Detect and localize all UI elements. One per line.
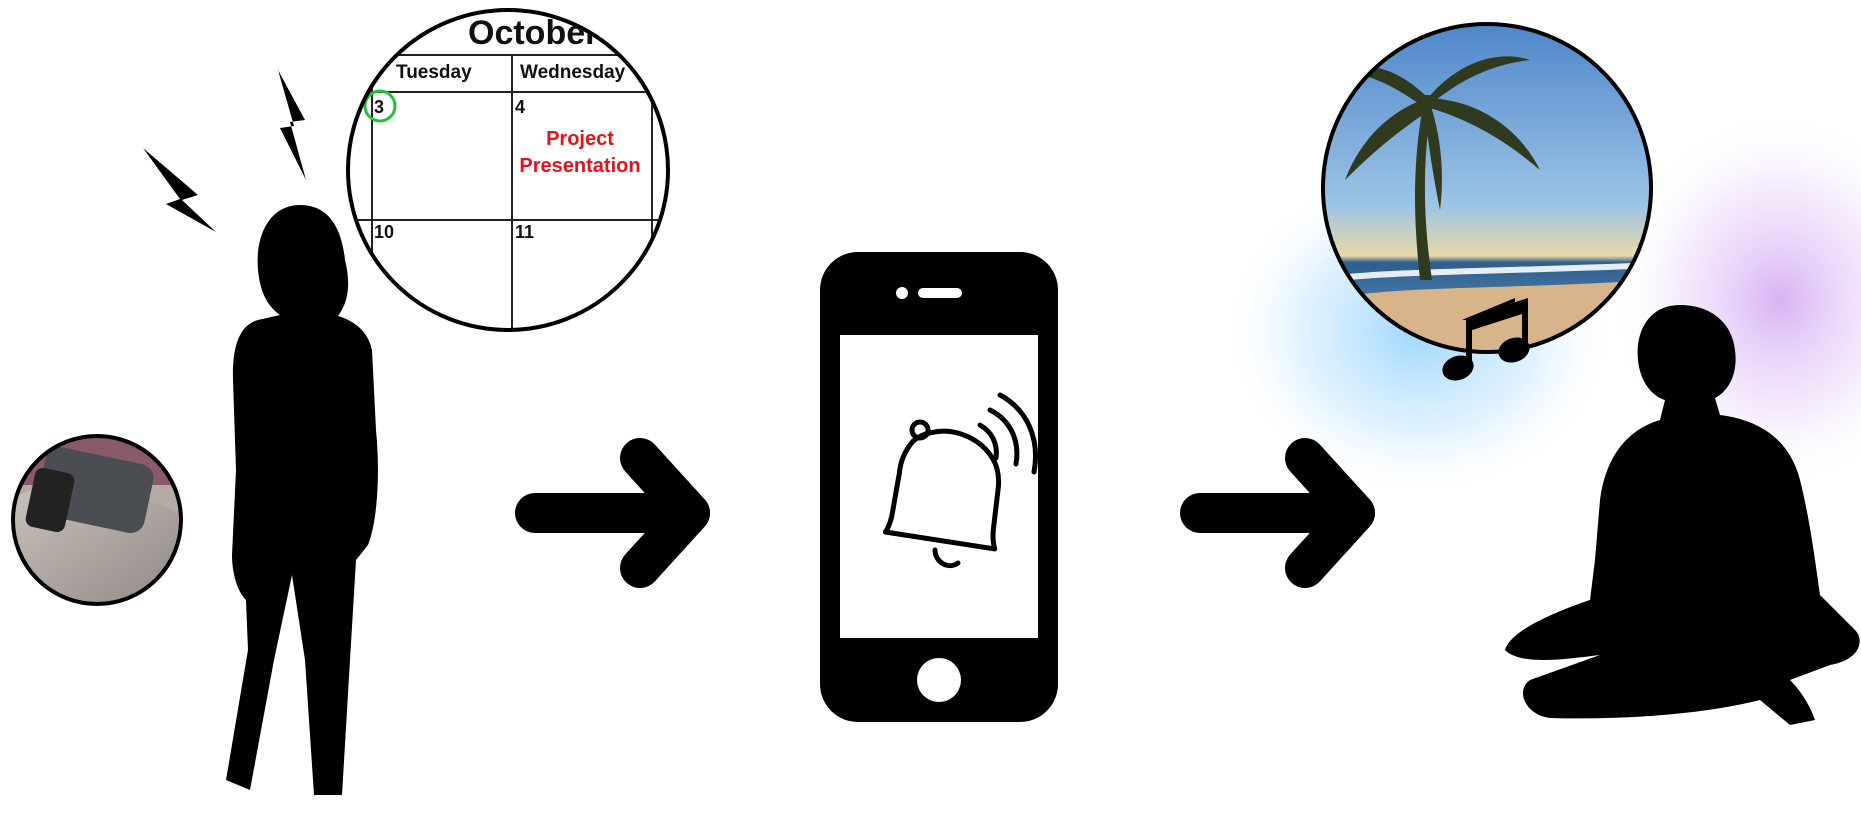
calendar-month: October (468, 14, 598, 52)
calendar-event-line1: Project (546, 128, 614, 150)
calendar-date-10: 10 (374, 222, 394, 242)
arrow-right-icon (535, 458, 690, 568)
smartphone-icon (820, 252, 1058, 722)
calendar-date-11: 11 (515, 222, 534, 242)
wristband-photo (10, 430, 190, 610)
woman-silhouette (226, 205, 378, 795)
calendar-date-3: 3 (374, 97, 384, 117)
calendar-day-tuesday: Tuesday (396, 62, 472, 83)
calendar-date-4: 4 (515, 97, 525, 117)
stress-bolt-icon (143, 70, 306, 232)
phone-screen (840, 335, 1038, 638)
calendar-bubble: October Tuesday Wednesday 3 4 10 11 Proj… (340, 10, 680, 340)
calendar-day-wednesday: Wednesday (520, 62, 626, 83)
arrow-right-icon (1200, 458, 1355, 568)
calendar-event-line2: Presentation (519, 155, 640, 177)
